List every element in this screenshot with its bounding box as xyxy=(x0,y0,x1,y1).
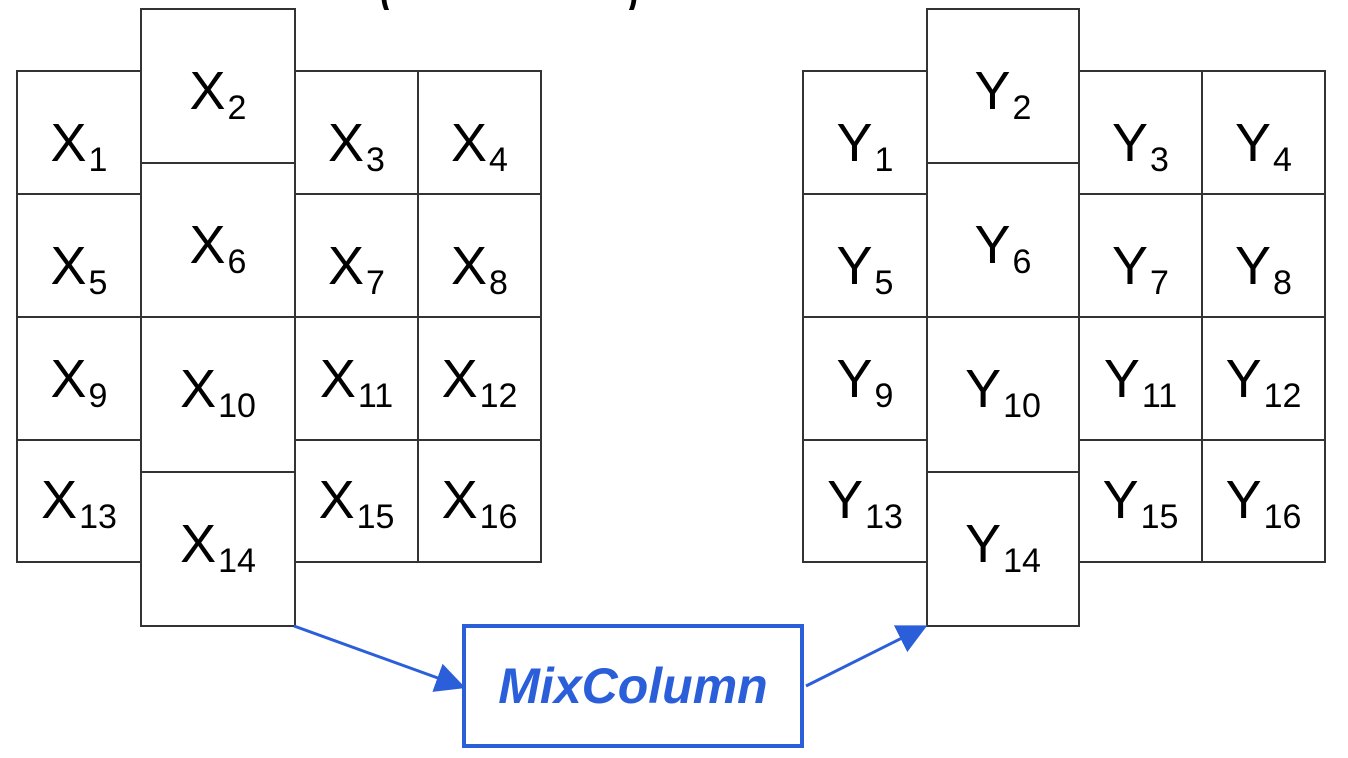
cell-label: Y14 xyxy=(965,514,1041,580)
cell-label: X16 xyxy=(441,470,518,536)
cell-label: X5 xyxy=(50,236,108,302)
state-cell-y12: Y12 xyxy=(1201,316,1326,441)
cell-label: Y1 xyxy=(836,113,894,179)
state-cell-x2: X2 xyxy=(140,8,296,164)
cell-label: Y5 xyxy=(836,236,894,302)
state-cell-x13: X13 xyxy=(16,439,142,563)
state-cell-y13: Y13 xyxy=(802,439,928,563)
cell-label: Y3 xyxy=(1112,113,1169,179)
cell-label: X1 xyxy=(50,113,108,179)
state-cell-x7: X7 xyxy=(294,193,419,318)
state-cell-y15: Y15 xyxy=(1078,439,1203,563)
state-cell-x8: X8 xyxy=(417,193,542,318)
state-cell-x5: X5 xyxy=(16,193,142,318)
cell-label: X14 xyxy=(180,514,256,580)
state-cell-y7: Y7 xyxy=(1078,193,1203,318)
state-cell-y6: Y6 xyxy=(926,162,1080,318)
cell-label: Y10 xyxy=(965,359,1041,425)
state-cell-y1: Y1 xyxy=(802,70,928,195)
cell-label: Y11 xyxy=(1103,349,1178,415)
cell-label: X12 xyxy=(441,349,518,415)
cell-label: Y7 xyxy=(1112,236,1169,302)
cell-label: Y16 xyxy=(1225,470,1302,536)
state-cell-y4: Y4 xyxy=(1201,70,1326,195)
cell-label: X7 xyxy=(328,236,385,302)
cell-label: Y13 xyxy=(827,470,903,536)
state-cell-y16: Y16 xyxy=(1201,439,1326,563)
cell-label: X11 xyxy=(319,349,394,415)
cell-label: Y6 xyxy=(974,215,1032,281)
cell-label: X15 xyxy=(318,470,395,536)
state-cell-x6: X6 xyxy=(140,162,296,318)
cell-label: Y12 xyxy=(1225,349,1302,415)
state-cell-x1: X1 xyxy=(16,70,142,195)
state-cell-y10: Y10 xyxy=(926,316,1080,473)
state-cell-x15: X15 xyxy=(294,439,419,563)
cell-label: X8 xyxy=(451,236,508,302)
cell-label: X4 xyxy=(451,113,508,179)
close-paren-fragment: ) xyxy=(622,0,640,10)
cell-label: X13 xyxy=(41,470,117,536)
state-cell-x11: X11 xyxy=(294,316,419,441)
mixcolumn-label: MixColumn xyxy=(498,658,768,714)
state-cell-y11: Y11 xyxy=(1078,316,1203,441)
state-cell-y3: Y3 xyxy=(1078,70,1203,195)
top-text-fragment: ( ) xyxy=(0,0,1348,10)
open-paren-fragment: ( xyxy=(378,0,396,10)
input-to-mixcolumn-arrow xyxy=(293,624,466,692)
state-cell-y2: Y2 xyxy=(926,8,1080,164)
state-cell-y5: Y5 xyxy=(802,193,928,318)
cell-label: Y15 xyxy=(1102,470,1179,536)
mixcolumn-operation-box: MixColumn xyxy=(462,624,804,748)
state-cell-x4: X4 xyxy=(417,70,542,195)
state-cell-x14: X14 xyxy=(140,471,296,627)
state-cell-y8: Y8 xyxy=(1201,193,1326,318)
cell-label: Y2 xyxy=(974,61,1032,127)
cell-label: X6 xyxy=(189,215,247,281)
cell-label: X3 xyxy=(328,113,385,179)
state-cell-x12: X12 xyxy=(417,316,542,441)
state-cell-x3: X3 xyxy=(294,70,419,195)
state-cell-y9: Y9 xyxy=(802,316,928,441)
state-cell-y14: Y14 xyxy=(926,471,1080,627)
cell-label: Y9 xyxy=(836,349,894,415)
state-cell-x16: X16 xyxy=(417,439,542,563)
cell-label: X10 xyxy=(180,359,256,425)
state-cell-x10: X10 xyxy=(140,316,296,473)
state-cell-x9: X9 xyxy=(16,316,142,441)
cell-label: Y8 xyxy=(1235,236,1292,302)
mixcolumn-to-output-arrow xyxy=(805,625,928,688)
cell-label: X2 xyxy=(189,61,247,127)
cell-label: X9 xyxy=(50,349,108,415)
cell-label: Y4 xyxy=(1235,113,1292,179)
